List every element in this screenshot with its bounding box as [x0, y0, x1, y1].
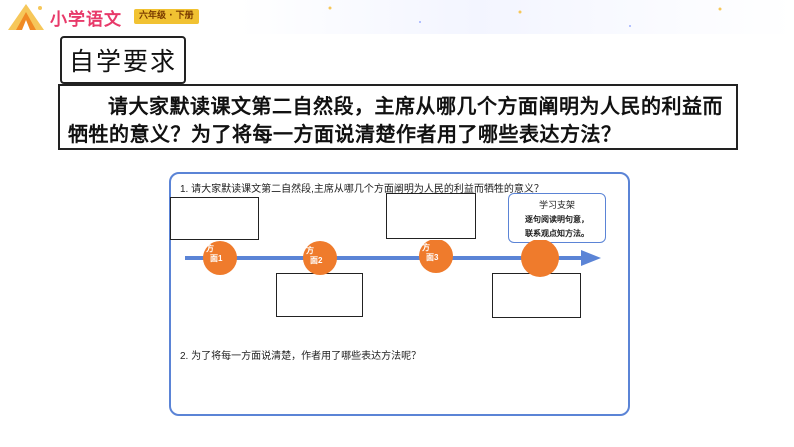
- timeline-arrow: [185, 240, 601, 277]
- answer-blank-1[interactable]: [170, 197, 259, 240]
- heading-text: 自学要求: [68, 47, 177, 76]
- support-line-2: 联系观点知方法。: [525, 228, 589, 238]
- book-logo-icon: [8, 4, 44, 30]
- brand-title: 小学语文: [50, 10, 122, 30]
- support-line-1: 逐句阅读明句意，: [525, 214, 589, 224]
- question-box: 请大家默读课文第二自然段，主席从哪几个方面阐明为人民的利益而牺牲的意义？为了将每…: [58, 84, 738, 150]
- timeline-node-2: [303, 241, 337, 275]
- question-text: 请大家默读课文第二自然段，主席从哪几个方面阐明为人民的利益而牺牲的意义？为了将每…: [68, 94, 723, 146]
- aspect-label-2: 方 面2: [306, 246, 323, 265]
- worksheet-question-1: 1. 请大家默读课文第二自然段,主席从哪几个方面阐明为人民的利益而牺牲的意义？: [180, 184, 544, 195]
- timeline-node-4: [521, 240, 559, 277]
- self-study-heading: 自学要求: [60, 36, 186, 84]
- aspect-label-3: 方 面3: [422, 243, 439, 262]
- timeline-node-3: [419, 240, 453, 273]
- sparkle-decoration-icon: [328, 6, 722, 27]
- answer-blank-2[interactable]: [276, 273, 363, 317]
- learning-support-box: 学习支架 逐句阅读明句意， 联系观点知方法。: [508, 193, 606, 243]
- answer-blank-4[interactable]: [492, 273, 581, 318]
- aspect-label-1: 方 面1: [206, 244, 223, 263]
- answer-blank-3[interactable]: [386, 193, 476, 239]
- support-title: 学习支架: [538, 201, 575, 211]
- header-banner: 小学语文 六年级 · 下册: [0, 0, 794, 34]
- worksheet-question-2: 2. 为了将每一方面说清楚，作者用了哪些表达方法呢？: [180, 351, 422, 362]
- grade-badge: 六年级 · 下册: [134, 9, 199, 24]
- timeline-node-1: [203, 241, 237, 275]
